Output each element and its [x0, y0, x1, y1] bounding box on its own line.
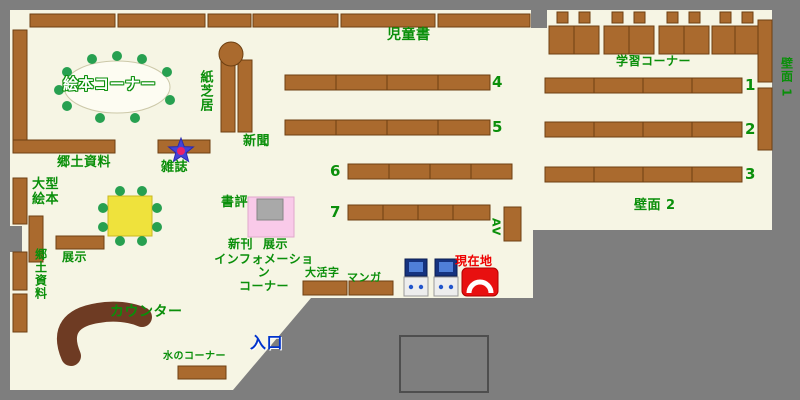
manga-shelf [348, 280, 394, 296]
display-board [256, 198, 284, 221]
label-manga: マンガ [347, 271, 382, 284]
label-exhibit-upper: 展示 [62, 250, 88, 264]
bookshelf-row-1 [544, 77, 743, 94]
label-magazines: 雑誌 [161, 160, 189, 175]
label-entrance: 入口 [250, 333, 284, 352]
wall-1-shelves [757, 19, 773, 151]
label-children-books: 児童書 [387, 27, 431, 43]
label-kamishibai: 紙芝居 [197, 70, 213, 112]
round-table [218, 41, 244, 67]
wall-shelves-top [29, 13, 531, 28]
label-av: AV [489, 218, 503, 237]
label-large-print: 大活字 [305, 266, 340, 279]
bookshelf-row-2 [544, 121, 743, 138]
kamishibai-shelves [218, 41, 253, 133]
label-shelf-1: 1 [745, 76, 756, 94]
bookshelf-row-4 [284, 74, 491, 91]
label-local-materials-upper: 郷土資料 [57, 155, 112, 170]
water-corner-shelf [177, 365, 227, 380]
bookshelf-row-6 [347, 163, 513, 180]
study-corner-desks [548, 11, 759, 55]
label-display-center: 展示 [263, 237, 289, 251]
yellow-table-chairs [98, 186, 162, 246]
counter-desk [56, 301, 152, 366]
label-new-arrivals: 新刊 [228, 237, 254, 251]
current-location-arch [466, 279, 494, 294]
bookshelf-rows [284, 74, 743, 221]
label-wall-1: 壁面 1 [779, 57, 794, 98]
magazine-star-center [177, 147, 185, 155]
label-wall-2: 壁面 2 [634, 198, 676, 213]
label-counter: カウンター [110, 304, 183, 320]
label-newspaper: 新聞 [243, 134, 271, 149]
label-shelf-4: 4 [492, 73, 503, 91]
oval-chairs [54, 51, 175, 123]
label-water-corner: 水のコーナー [163, 351, 226, 362]
left-side-shelves [12, 177, 105, 333]
wall-pillar-top [531, 10, 547, 28]
stairwell-block [399, 335, 489, 393]
label-book-review: 書評 [221, 195, 249, 210]
av-shelf [503, 206, 522, 242]
label-picture-book-corner: 絵本コーナー [63, 75, 157, 93]
label-current-location: 現在地 [455, 254, 493, 268]
local-materials-shelf [12, 139, 116, 154]
label-local-materials-lower: 郷土資料 [33, 248, 48, 300]
opac-terminal-1 [403, 258, 429, 297]
label-shelf-7: 7 [330, 203, 341, 221]
bookshelf-row-3 [544, 166, 743, 183]
label-shelf-2: 2 [745, 120, 756, 138]
left-wall-shelf [12, 29, 28, 141]
label-shelf-3: 3 [745, 165, 756, 183]
label-study-corner: 学習コーナー [616, 54, 692, 68]
bookshelf-row-7 [347, 204, 491, 221]
floor-area [10, 10, 772, 390]
bookshelf-row-5 [284, 119, 491, 136]
label-information-corner: インフォメーション コーナー [214, 252, 314, 293]
label-large-picture-books: 大型 絵本 [32, 177, 60, 207]
opac-terminal-2 [433, 258, 459, 297]
yellow-table [107, 195, 153, 237]
large-print-shelf [302, 280, 348, 296]
label-shelf-6: 6 [330, 162, 341, 180]
label-shelf-5: 5 [492, 118, 503, 136]
wall-pillar-left [10, 226, 22, 252]
